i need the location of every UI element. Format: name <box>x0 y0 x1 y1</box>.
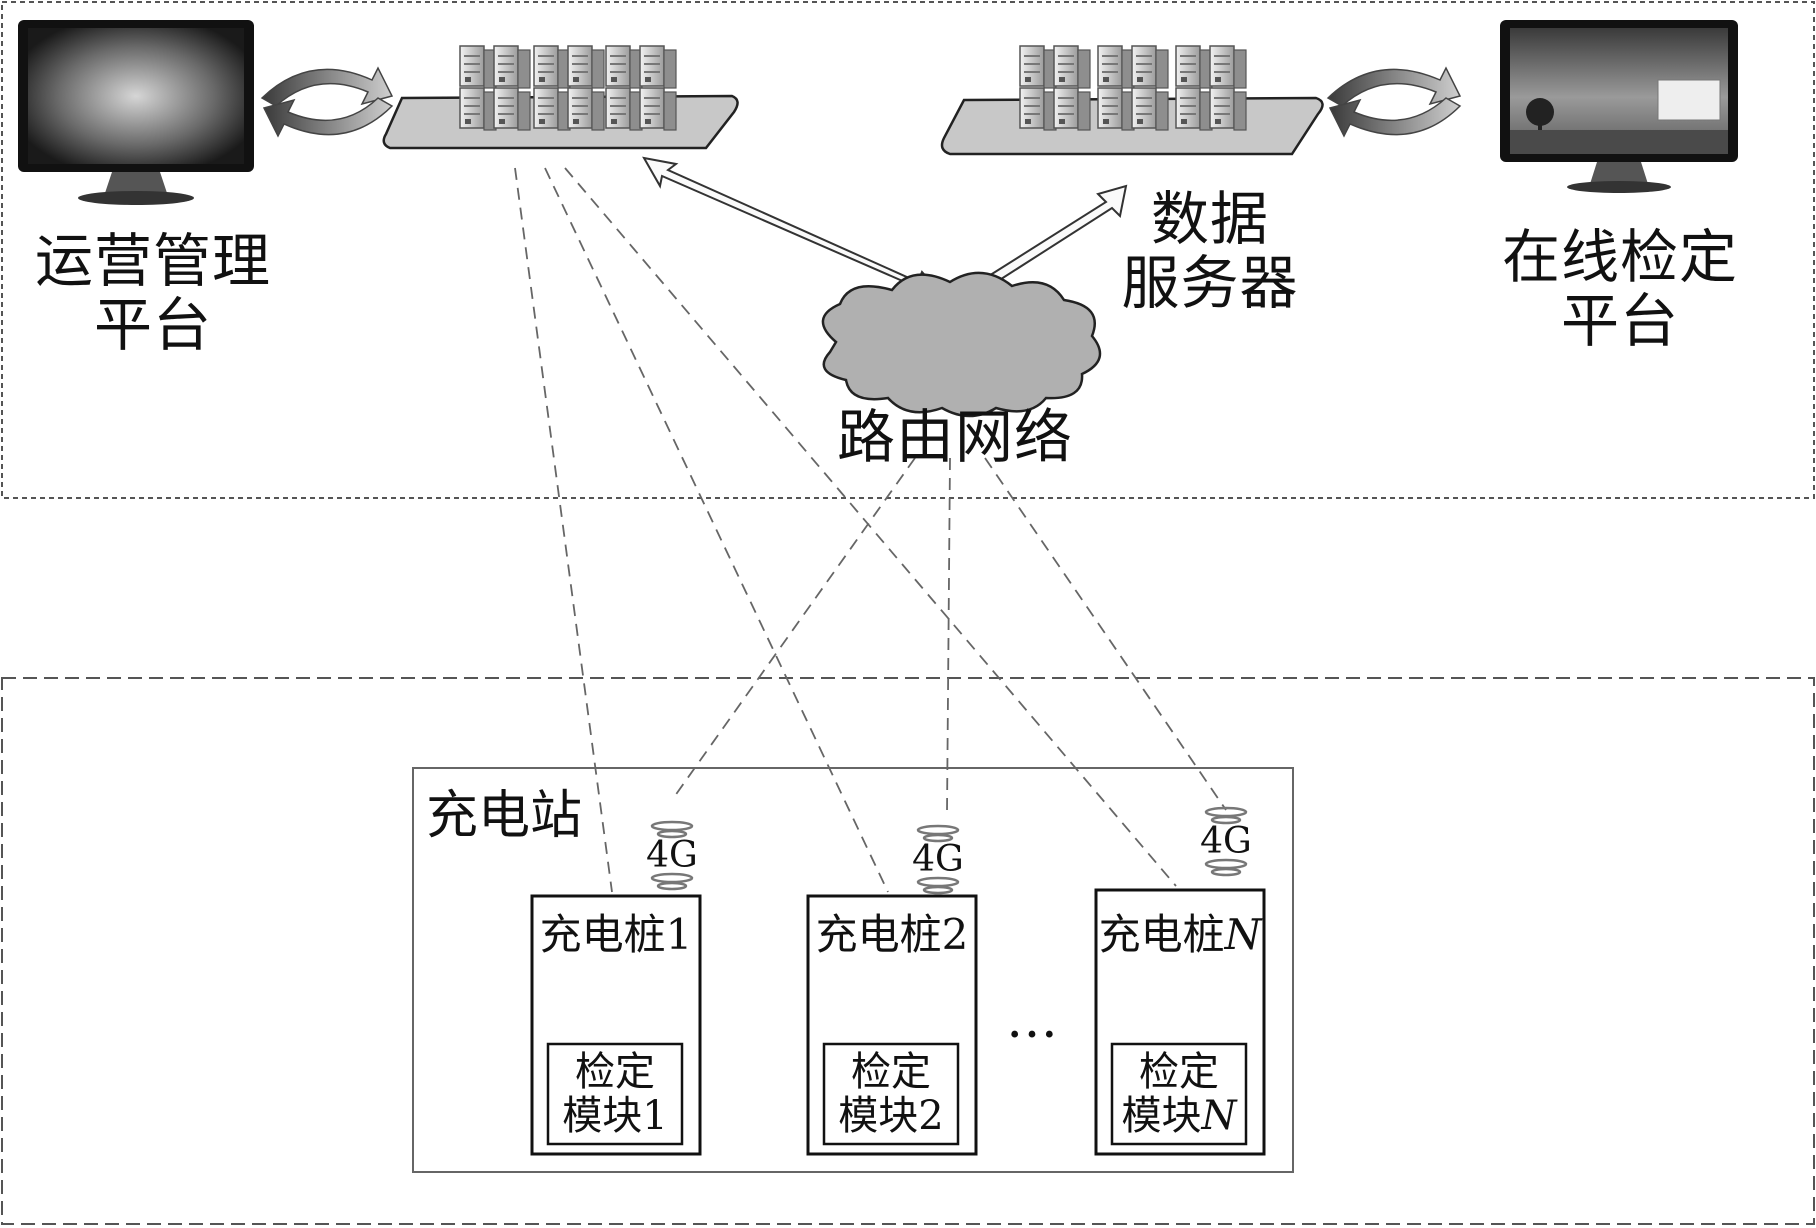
signal-label: 4G <box>1200 821 1252 862</box>
operations-platform-label: 运营管理 平台 <box>34 227 271 359</box>
upper-region <box>1 1 1815 499</box>
online-verification-platform-label: 在线检定 平台 <box>1501 223 1738 355</box>
sync-arrows-icon <box>1326 66 1462 138</box>
charging-pile-label: 充电桩N <box>1098 910 1262 959</box>
verification-module-box <box>1110 1042 1248 1146</box>
verification-module-label: 检定 模块1 <box>562 1049 668 1139</box>
cloud-icon <box>821 271 1102 418</box>
ellipsis: … <box>1006 990 1058 1050</box>
signal-label: 4G <box>646 835 698 876</box>
sync-arrows-icon <box>260 66 394 138</box>
charging-station-title: 充电站 <box>426 786 583 846</box>
verification-module-label: 检定 模块2 <box>838 1049 944 1139</box>
server-rack-icon <box>940 46 1324 156</box>
charging-pile-label: 充电桩2 <box>815 910 969 959</box>
lower-region <box>1 677 1815 1225</box>
signal-label: 4G <box>912 839 964 880</box>
monitor-icon <box>18 20 254 205</box>
double-arrow-icon <box>642 156 1128 300</box>
monitor-icon <box>1500 20 1738 193</box>
server-rack-icon <box>382 46 739 150</box>
wireless-links <box>514 167 1227 893</box>
charging-pile-label: 充电桩1 <box>539 910 693 959</box>
verification-module-box <box>546 1042 684 1146</box>
data-server-label: 数据 服务器 <box>1121 185 1299 317</box>
verification-module-label: 检定 模块N <box>1121 1049 1237 1139</box>
verification-module-box <box>822 1042 960 1146</box>
routing-network-label: 路由网络 <box>836 403 1073 471</box>
charging-station-box <box>412 767 1294 1173</box>
